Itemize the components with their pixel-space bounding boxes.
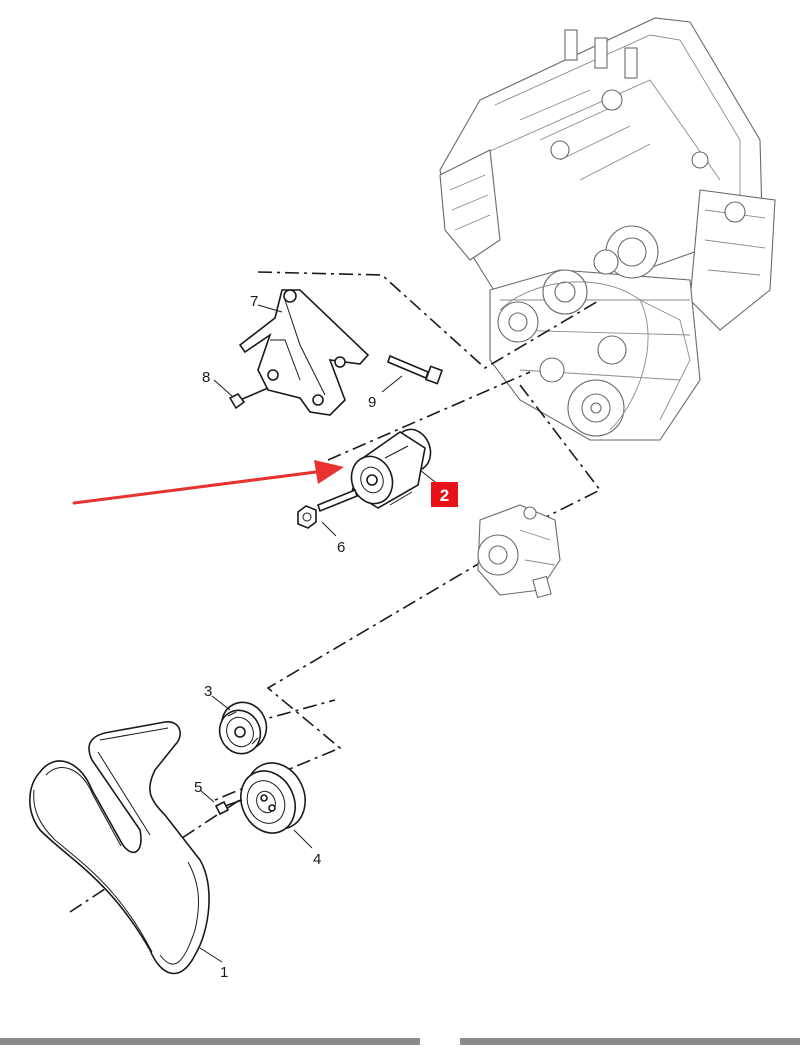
engine-block xyxy=(439,17,776,441)
callout-bracket-long-bolt: 9 xyxy=(368,394,376,411)
callouts: 7 8 9 6 3 5 4 1 xyxy=(194,293,376,981)
bracket-long-bolt-part xyxy=(387,354,444,385)
tensioner-bolt-part xyxy=(297,488,358,529)
callout-pulley-bolt: 5 xyxy=(194,779,202,796)
tensioner-part xyxy=(350,428,432,509)
callout-bracket-bolt: 8 xyxy=(202,369,210,386)
idler-pulley-part xyxy=(218,701,268,755)
callout-belt: 1 xyxy=(220,964,228,981)
highlight-callout-box: 2 xyxy=(431,482,458,507)
bottom-divider-bars xyxy=(0,1038,800,1045)
serpentine-belt-part xyxy=(29,721,210,975)
callout-bracket: 7 xyxy=(250,293,258,310)
callout-idler-pulley: 3 xyxy=(204,683,212,700)
callout-tensioner: 2 xyxy=(440,486,449,505)
pulley-bolt-part xyxy=(214,799,243,816)
leader-lines xyxy=(199,304,441,963)
highlight-arrow xyxy=(72,460,344,505)
bracket-bolt-part xyxy=(228,387,269,410)
bracket-part xyxy=(238,289,370,416)
callout-pulley: 4 xyxy=(313,851,321,868)
power-steering-pump xyxy=(477,504,561,599)
callout-tensioner-bolt: 6 xyxy=(337,539,345,556)
pulley-part xyxy=(240,762,306,834)
